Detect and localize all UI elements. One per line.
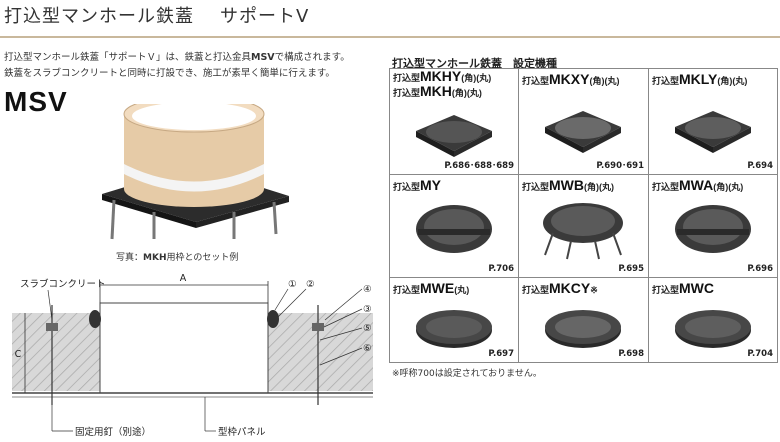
prefix-text: 打込型 — [522, 182, 550, 192]
caption-post: 用枠とのセット例 — [166, 253, 239, 263]
prefix-text: 打込型 — [393, 88, 421, 98]
title-main: 打込型マンホール鉄蓋 — [4, 6, 194, 27]
model-card-title: 打込型MWB(角)(丸) — [522, 177, 614, 195]
intro-line-1-post: で構成されます。 — [274, 52, 350, 63]
page-title: 打込型マンホール鉄蓋 サポートV — [4, 2, 309, 28]
dim-a-label: A — [180, 273, 187, 284]
prefix-text: 打込型 — [652, 76, 680, 86]
prefix-text: 打込型 — [522, 76, 550, 86]
product-photo — [102, 104, 289, 240]
model-card-title: 打込型MKLY(角)(丸) — [652, 71, 747, 89]
marker-5: ⑤ — [363, 323, 372, 334]
model-name: MWA — [679, 177, 714, 193]
model-name: MKCY — [549, 280, 591, 296]
page-ref: P.690･691 — [596, 161, 644, 171]
manhole-cover-icon — [675, 310, 751, 348]
model-card-title: 打込型MY — [393, 177, 441, 195]
panel-label: 型枠パネル — [218, 426, 266, 438]
model-name: MWE — [420, 280, 455, 296]
prefix-text: 打込型 — [393, 73, 421, 83]
model-card-title: 打込型MKHY(角)(丸) 打込型MKH(角)(丸) — [393, 69, 492, 101]
manhole-cover-icon — [675, 205, 751, 253]
marker-3: ③ — [363, 304, 372, 315]
model-card-title: 打込型MWC — [652, 280, 714, 298]
model-card-mkxy[interactable]: 打込型MKXY(角)(丸) P.690･691 — [519, 69, 649, 175]
manhole-cover-icon — [543, 203, 623, 260]
model-name: MWB — [549, 177, 585, 193]
model-suffix: (角)(丸) — [713, 182, 744, 192]
slab-label: スラブコンクリート — [20, 278, 106, 290]
manhole-cover-icon — [545, 310, 621, 348]
page-ref: P.698 — [618, 349, 644, 359]
title-sub: サポートV — [220, 6, 310, 27]
page-ref: P.696 — [747, 264, 773, 274]
model-card-mwe[interactable]: 打込型MWE(丸) P.697 — [390, 278, 519, 363]
intro-line-1: 打込型マンホール鉄蓋「サポートＶ」は、鉄蓋と打込金具MSVで構成されます。 — [4, 50, 350, 66]
marker-1: ① — [288, 279, 297, 290]
model-card-mkly[interactable]: 打込型MKLY(角)(丸) P.694 — [649, 69, 778, 175]
model-suffix: (丸) — [454, 285, 470, 295]
page-ref: P.704 — [747, 349, 773, 359]
header-rule — [0, 36, 780, 38]
section-diagram: A C スラブコンクリート 固定用釘（別途） 型枠パネル ① ② ③ ④ ⑤ ⑥ — [12, 273, 373, 438]
page-ref: P.697 — [488, 349, 514, 359]
photo-caption: 写真：MKH用枠とのセット例 — [116, 250, 238, 263]
prefix-text: 打込型 — [393, 285, 421, 295]
model-suffix: ※ — [590, 285, 598, 295]
model-card-title: 打込型MKCY※ — [522, 280, 598, 298]
model-grid: 打込型MKHY(角)(丸) 打込型MKH(角)(丸) P.686･688･689… — [389, 68, 778, 363]
intro-text: 打込型マンホール鉄蓋「サポートＶ」は、鉄蓋と打込金具MSVで構成されます。 鉄蓋… — [4, 50, 350, 82]
manhole-cover-icon — [545, 111, 621, 153]
footnote: ※呼称700は設定されておりません。 — [392, 369, 542, 379]
dim-c-label: C — [15, 349, 22, 360]
model-name: MKHY — [420, 69, 462, 84]
model-card-title: 打込型MKXY(角)(丸) — [522, 71, 619, 89]
marker-4: ④ — [363, 284, 372, 295]
marker-2: ② — [306, 279, 315, 290]
model-suffix: (角)(丸) — [717, 76, 748, 86]
intro-line-1-pre: 打込型マンホール鉄蓋「サポートＶ」は、鉄蓋と打込金具 — [4, 52, 252, 63]
manhole-cover-icon — [416, 310, 492, 348]
model-card-mkcy[interactable]: 打込型MKCY※ P.698 — [519, 278, 649, 363]
model-card-mkhy[interactable]: 打込型MKHY(角)(丸) 打込型MKH(角)(丸) P.686･688･689 — [390, 69, 519, 175]
caption-bold: MKH — [143, 253, 167, 263]
prefix-text: 打込型 — [393, 182, 421, 192]
manhole-cover-icon — [416, 115, 492, 157]
manhole-cover-icon — [416, 205, 492, 253]
model-suffix: (角)(丸) — [589, 76, 620, 86]
manhole-cover-icon — [675, 111, 751, 153]
model-card-title: 打込型MWA(角)(丸) — [652, 177, 743, 195]
model-suffix: (角)(丸) — [461, 73, 492, 83]
prefix-text: 打込型 — [652, 182, 680, 192]
model-name: MY — [420, 177, 442, 193]
model-card-mwa[interactable]: 打込型MWA(角)(丸) P.696 — [649, 175, 778, 278]
caption-pre: 写真： — [116, 253, 144, 263]
intro-line-2: 鉄蓋をスラブコンクリートと同時に打設でき、施工が素早く簡単に行えます。 — [4, 68, 335, 79]
model-name: MKXY — [549, 71, 590, 87]
model-name: MKLY — [679, 71, 718, 87]
prefix-text: 打込型 — [522, 285, 550, 295]
page-ref: P.694 — [747, 161, 773, 171]
settings-heading: 打込型マンホール鉄蓋 設定機種 — [392, 57, 557, 70]
intro-line-1-bold: MSV — [251, 52, 275, 63]
model-name: MWC — [679, 280, 715, 296]
model-card-title: 打込型MWE(丸) — [393, 280, 469, 298]
page-ref: P.706 — [488, 264, 514, 274]
model-card-mwc[interactable]: 打込型MWC P.704 — [649, 278, 778, 363]
model-suffix-2: (角)(丸) — [451, 88, 482, 98]
model-card-my[interactable]: 打込型MY P.706 — [390, 175, 519, 278]
model-code: MSV — [4, 86, 68, 117]
prefix-text: 打込型 — [652, 285, 680, 295]
model-card-mwb[interactable]: 打込型MWB(角)(丸) P.695 — [519, 175, 649, 278]
marker-6: ⑥ — [363, 343, 372, 354]
page-ref: P.686･688･689 — [444, 161, 514, 171]
model-suffix: (角)(丸) — [584, 182, 615, 192]
model-name-2: MKH — [420, 83, 452, 99]
nail-label: 固定用釘（別途） — [75, 426, 151, 438]
page-ref: P.695 — [618, 264, 644, 274]
